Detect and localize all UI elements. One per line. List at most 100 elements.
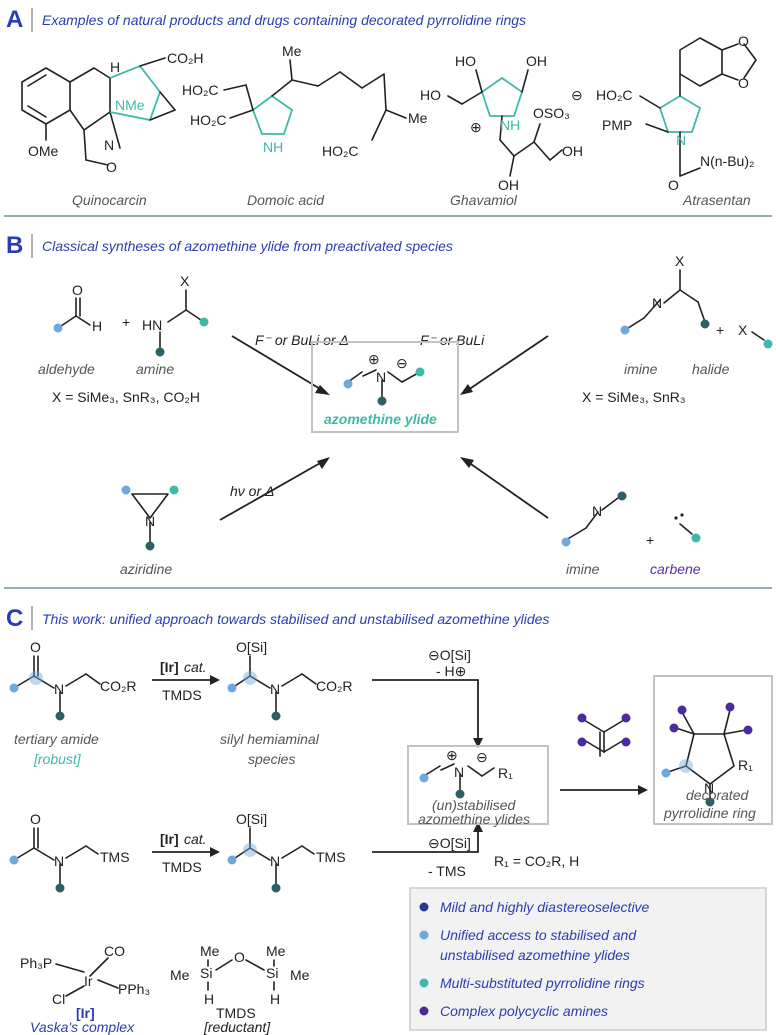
quinocarcin-n: N [104,137,114,153]
ghavamiol-oh-2: OH [498,177,519,193]
label-unstab-2: azomethine ylides [418,811,530,827]
ghavamiol-nh: NH [500,117,520,133]
product-r1: R₁ [738,757,753,773]
tmds-o: O [234,949,245,965]
ir-cat-2: [Ir] [160,831,179,847]
legend-bullet-3 [419,978,429,988]
product-n: N [704,780,714,796]
amide-o: O [30,639,41,655]
label-halide: halide [692,361,730,377]
tms-amide-tms: TMS [100,849,130,865]
ylide-center-plus: ⊕ [368,351,380,367]
ghavamiol-ho-2: HO [420,87,441,103]
atrasentan-nbu: N(n-Bu)₂ [700,153,754,169]
atrasentan-o-2: O [738,75,749,91]
unstab-n: N [454,764,464,780]
caption-domoic-acid: Domoic acid [247,192,325,208]
label-aldehyde: aldehyde [38,361,95,377]
tmds-2: TMDS [162,859,202,875]
aldehyde-h: H [92,318,102,334]
ghavamiol-plus: ⊕ [470,119,482,135]
amine-structure: X HN [142,273,209,357]
tmds-h-2: H [270,991,280,1007]
silyl-osi: O[Si] [236,639,267,655]
tms-hemiaminal-structure: O[Si] N TMS [227,811,346,893]
label-silyl-2: species [248,751,295,767]
plus-sign-3: + [646,532,654,548]
atrasentan-ho2c: HO₂C [596,87,633,103]
caption-quinocarcin: Quinocarcin [72,192,147,208]
tms-amide-structure: O N TMS [9,811,130,893]
domoic-ho2c-3: HO₂C [322,143,359,159]
halide-x: X [738,322,748,338]
section-a-header: Examples of natural products and drugs c… [42,12,526,28]
ghavamiol-oh-1: OH [526,53,547,69]
aziridine-n: N [145,513,155,529]
silyl-hemiaminal-structure: O[Si] N CO₂R [227,639,353,721]
tmds-me-1: Me [200,943,220,959]
x-definition-left: X = SiMe₃, SnR₃, CO₂H [52,389,200,405]
quinocarcin-co2h: CO₂H [167,50,204,66]
tmds-me-3: Me [170,967,190,983]
tmds-me-4: Me [290,967,310,983]
tmds-label: TMDS [216,1005,256,1021]
carbene-structure [674,513,701,543]
ghavamiol-ho: HO [455,53,476,69]
atrasentan-o-3: O [668,177,679,193]
plus-sign-2: + [716,322,724,338]
tms-amide-o: O [30,811,41,827]
unstab-minus: ⊖ [476,749,488,765]
vaska-pph3: PPh₃ [118,981,150,997]
caption-ghavamiol: Ghavamiol [450,192,518,208]
legend-bullet-4 [419,1006,429,1016]
silyl-co2r: CO₂R [316,678,353,694]
legend-text-1: Unified access to stabilised and [440,927,637,943]
quinocarcin-structure: H NMe N O CO₂H OMe [21,50,204,175]
section-a-letter: A [6,6,23,33]
ylide-label: azomethine ylide [324,411,437,427]
imine-bottom-n: N [592,503,602,519]
vaska-complex-structure: CO Ph₃P Ir PPh₃ Cl [20,943,150,1007]
imine-top-x: X [675,253,685,269]
label-silyl-1: silyl hemiaminal [220,731,320,747]
domoic-ho2c-1: HO₂C [182,82,219,98]
minus-osi-1: ⊖O[Si] [428,647,471,663]
tmds-si-2: Si [266,965,278,981]
domoic-acid-structure: HO₂C HO₂C Me NH Me HO₂C [182,43,428,159]
ir-cat-1: [Ir] [160,659,179,675]
domoic-me-2: Me [408,110,428,126]
legend-bullet-0 [419,902,429,912]
minus-tms: - TMS [428,863,466,879]
amide-n: N [54,681,64,697]
legend-text-0: Mild and highly diastereoselective [440,899,650,915]
legend-items: Mild and highly diastereoselectiveUnifie… [419,899,650,1019]
tms-hemi-osi: O[Si] [236,811,267,827]
label-decorated-2: pyrrolidine ring [663,805,756,821]
atrasentan-o-1: O [738,33,749,49]
caption-atrasentan: Atrasentan [682,192,751,208]
label-unstab-1: (un)stabilised [432,797,516,813]
vaska-label-ir: [Ir] [76,1005,95,1021]
x-definition-right: X = SiMe₃, SnR₃ [582,389,686,405]
tms-hemi-n: N [270,853,280,869]
vaska-ph3p: Ph₃P [20,955,52,971]
tms-hemi-tms: TMS [316,849,346,865]
domoic-ho2c-2: HO₂C [190,112,227,128]
ghavamiol-minus: ⊖ [571,87,583,103]
vaska-ir: Ir [84,973,93,989]
amine-hn: HN [142,317,162,333]
tmds-si-1: Si [200,965,212,981]
ylide-box [311,341,459,433]
silyl-n: N [270,681,280,697]
r1-definition: R₁ = CO₂R, H [494,853,579,869]
ghavamiol-oh-3: OH [562,143,583,159]
legend-text-2: unstabilised azomethine ylides [440,947,630,963]
section-b-header: Classical syntheses of azomethine ylide … [42,238,453,254]
tmds-h-1: H [204,991,214,1007]
tmds-me-2: Me [266,943,286,959]
section-b-letter: B [6,232,23,259]
atrasentan-structure: O O HO₂C PMP N O N(n-Bu)₂ [596,33,757,193]
cond-left: F⁻ or BuLi or Δ [255,332,349,348]
domoic-nh: NH [263,139,283,155]
